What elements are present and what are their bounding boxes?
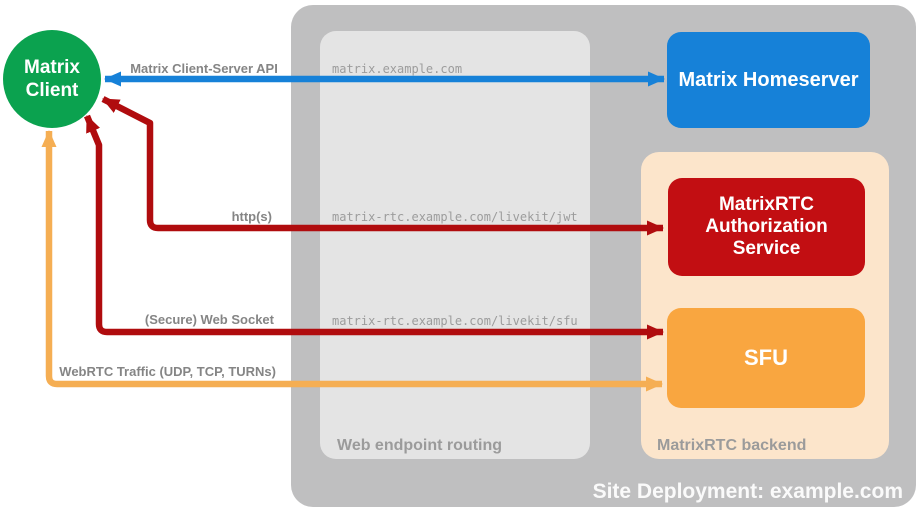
web-endpoint-routing-label: Web endpoint routing — [337, 437, 503, 454]
sfu-label: SFU — [744, 345, 788, 370]
site-deployment-label: Site Deployment: example.com — [592, 480, 903, 503]
matrix-homeserver-node: Matrix Homeserver — [667, 32, 870, 128]
endpoint-url-homeserver: matrix.example.com — [332, 62, 463, 76]
matrixrtc-authorization-service-node: MatrixRTC Authorization Service — [668, 178, 865, 276]
sfu-node: SFU — [667, 308, 865, 408]
matrix-client-label: Matrix Client — [24, 57, 80, 101]
client-server-api-arrow-label: Matrix Client-Server API — [130, 61, 278, 76]
websocket-arrow-label: (Secure) Web Socket — [144, 312, 274, 327]
webrtc-traffic-arrow-label: WebRTC Traffic (UDP, TCP, TURNs) — [59, 364, 276, 379]
endpoint-url-livekit-sfu: matrix-rtc.example.com/livekit/sfu — [332, 314, 578, 328]
matrix-client-node: Matrix Client — [3, 30, 101, 128]
endpoint-url-livekit-jwt: matrix-rtc.example.com/livekit/jwt — [332, 210, 578, 224]
matrix-homeserver-label: Matrix Homeserver — [678, 68, 859, 91]
https-arrow-label: http(s) — [231, 209, 272, 224]
matrixrtc-authorization-service-label: MatrixRTC Authorization Service — [705, 194, 828, 259]
web-endpoint-routing-box — [320, 31, 590, 459]
matrixrtc-backend-label: MatrixRTC backend — [657, 437, 807, 454]
